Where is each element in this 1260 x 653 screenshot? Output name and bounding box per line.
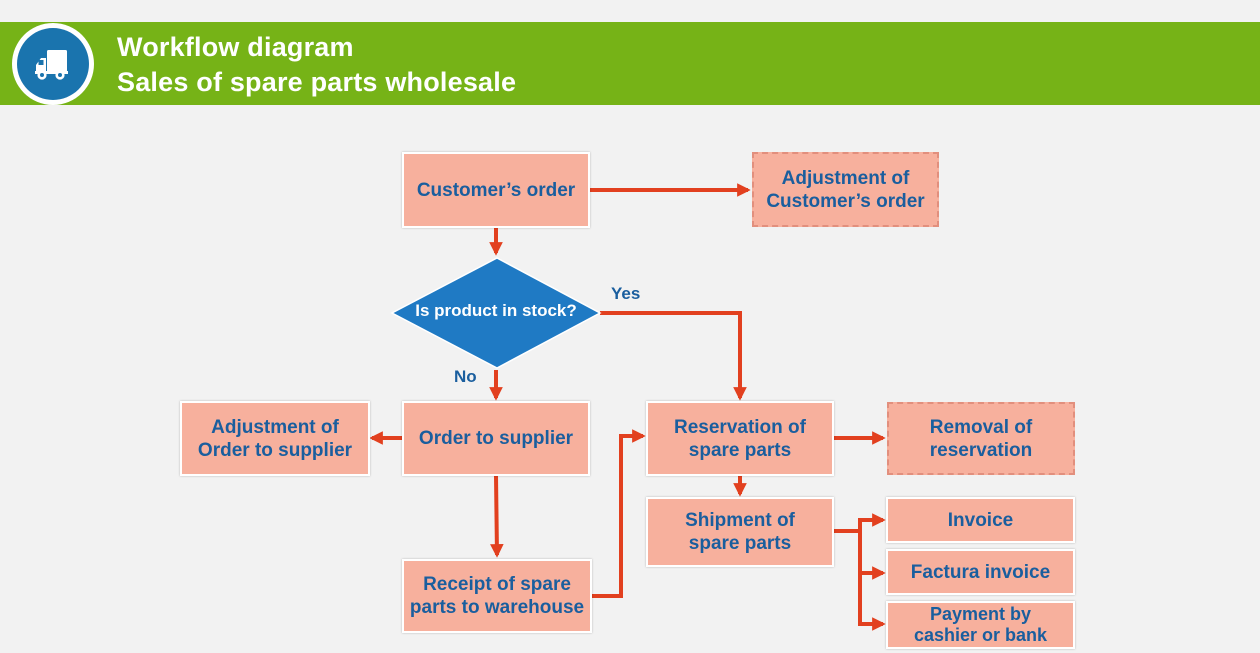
- node-invoice: Invoice: [886, 497, 1075, 543]
- truck-icon: [35, 50, 68, 80]
- arrow-yes-to-reservation: [600, 311, 747, 401]
- decision-label: Is product in stock?: [415, 301, 577, 320]
- arrow-shipment-to-payment: [858, 573, 886, 631]
- node-adjustment-order-to-supplier: Adjustment of Order to supplier: [180, 401, 370, 476]
- arrow-supplier-to-receipt: [490, 475, 504, 558]
- node-customers-order: Customer’s order: [402, 152, 590, 228]
- arrow-shipment-to-invoice: [834, 513, 886, 533]
- arrow-shipment-to-factura: [858, 531, 886, 580]
- node-receipt-to-warehouse: Receipt of spare parts to warehouse: [402, 559, 592, 633]
- header-bar: Workflow diagram Sales of spare parts wh…: [0, 22, 1260, 105]
- page-subtitle: Sales of spare parts wholesale: [117, 67, 517, 97]
- page-title: Workflow diagram: [117, 32, 354, 62]
- node-adjustment-customers-order: Adjustment of Customer’s order: [752, 152, 939, 227]
- node-payment: Payment by cashier or bank: [886, 601, 1075, 649]
- node-order-to-supplier: Order to supplier: [402, 401, 590, 476]
- decision-diamond: [390, 257, 602, 369]
- yes-label: Yes: [611, 284, 641, 303]
- logo: [12, 23, 94, 105]
- node-reservation: Reservation of spare parts: [646, 401, 834, 476]
- node-factura-invoice: Factura invoice: [886, 549, 1075, 595]
- no-label: No: [454, 367, 477, 386]
- node-shipment: Shipment of spare parts: [646, 497, 834, 567]
- arrow-receipt-to-reservation: [592, 429, 646, 598]
- node-removal-of-reservation: Removal of reservation: [887, 402, 1075, 475]
